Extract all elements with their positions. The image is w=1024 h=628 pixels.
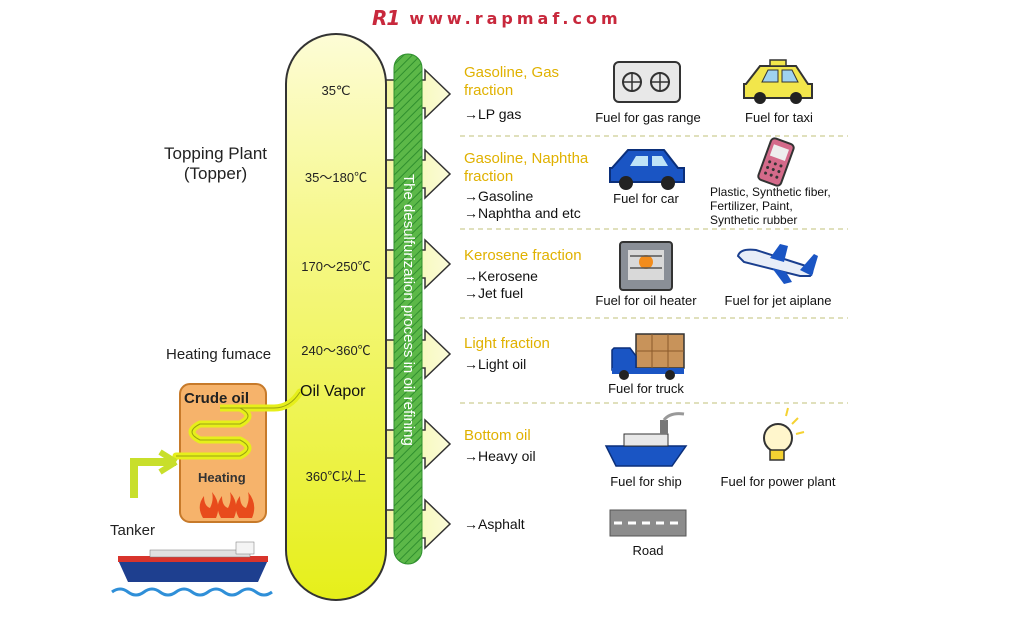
light-bulb-icon — [763, 407, 805, 461]
tanker-ship-icon — [111, 541, 273, 597]
gas-range-icon — [613, 61, 681, 103]
heating-furnace — [172, 383, 304, 523]
dividers — [460, 135, 848, 404]
desulfurization-label: The desulfurization process in oil refin… — [400, 174, 417, 446]
caption-airplane: Fuel for jet aiplane — [724, 293, 832, 308]
brand-logo: R1 — [372, 6, 400, 30]
ship-icon — [604, 412, 688, 467]
fraction-item: →Naphtha and etc — [464, 205, 581, 221]
phone-icon — [757, 137, 795, 187]
caption-road: Road — [632, 543, 664, 558]
caption-plastic: Plastic, Synthetic fiber, Fertilizer, Pa… — [710, 185, 831, 227]
fraction-item: →LP gas — [464, 106, 522, 122]
caption-gas-range: Fuel for gas range — [595, 110, 701, 125]
heating-furnace-label: Heating fumace — [166, 346, 272, 363]
flame-icon — [199, 492, 255, 518]
fraction-title: Bottom oil — [464, 427, 531, 444]
fraction-title: Gasoline, Naphtha fraction — [464, 150, 589, 185]
caption-truck: Fuel for truck — [608, 381, 684, 396]
tanker-label: Tanker — [110, 522, 156, 539]
fraction-item: →Gasoline — [464, 188, 534, 204]
caption-taxi: Fuel for taxi — [745, 110, 813, 125]
topping-plant-label: Topping Plant (Topper) — [164, 144, 268, 183]
temp-label-5: 360℃以上 — [305, 469, 367, 484]
fraction-asphalt: →Asphalt — [464, 516, 525, 532]
fraction-title: Kerosene fraction — [464, 247, 582, 264]
fraction-gas: Gasoline, Gas fraction →LP gas — [464, 64, 594, 123]
fraction-title: Gasoline, Gas fraction — [464, 64, 560, 99]
taxi-icon — [743, 59, 813, 104]
oil-vapor-label: Oil Vapor — [300, 383, 366, 400]
brand-header[interactable]: R1 www.rapmaf.com — [372, 6, 622, 30]
caption-power-plant: Fuel for power plant — [720, 474, 836, 489]
brand-url[interactable]: www.rapmaf.com — [409, 8, 622, 28]
fraction-item: →Light oil — [464, 356, 527, 372]
temp-label-2: 35～180℃ — [304, 170, 368, 185]
temp-label-4: 240～360℃ — [301, 343, 371, 358]
caption-car: Fuel for car — [613, 191, 679, 206]
fraction-kerosene: Kerosene fraction →Kerosene →Jet fuel — [464, 247, 604, 302]
road-icon — [609, 509, 687, 537]
fraction-title: Light fraction — [464, 335, 550, 352]
truck-icon — [611, 333, 685, 380]
crude-oil-label: Crude oil — [184, 390, 250, 407]
fraction-bottom: Bottom oil →Heavy oil — [464, 427, 594, 465]
desulfurization-band — [393, 53, 423, 565]
fraction-item: →Kerosene — [464, 268, 538, 284]
airplane-icon — [736, 244, 818, 284]
fraction-item: →Jet fuel — [464, 285, 524, 301]
fraction-item: →Heavy oil — [464, 448, 536, 464]
car-icon — [609, 149, 685, 190]
fraction-naphtha: Gasoline, Naphtha fraction →Gasoline →Na… — [464, 150, 614, 222]
oil-heater-icon — [619, 241, 673, 291]
distillation-tower — [285, 33, 387, 601]
inlet-pipe — [130, 458, 176, 498]
fraction-light: Light fraction →Light oil — [464, 335, 594, 373]
heating-label: Heating — [198, 470, 246, 485]
caption-ship: Fuel for ship — [610, 474, 682, 489]
temp-label-3: 170～250℃ — [301, 259, 371, 274]
caption-oil-heater: Fuel for oil heater — [595, 293, 697, 308]
temp-label-1: 35℃ — [321, 83, 351, 98]
